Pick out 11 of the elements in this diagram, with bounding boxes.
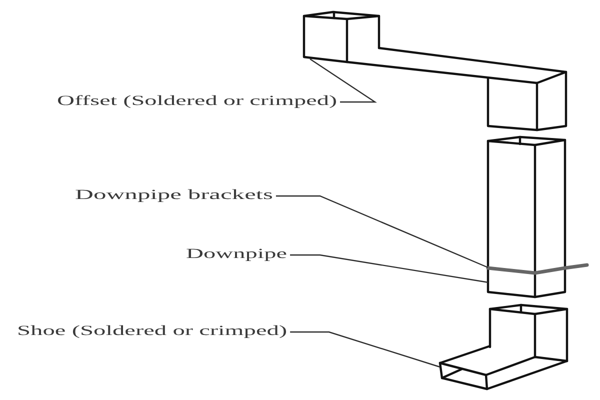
leader-line: [276, 195, 488, 268]
part-label: Downpipe brackets: [75, 189, 273, 203]
part-label: Downpipe: [186, 248, 288, 262]
shoe-drawing: [438, 304, 568, 390]
downpipe-drawing: [486, 136, 566, 298]
part-label: Offset (Soldered or crimped): [57, 95, 338, 109]
leader-line: [310, 58, 377, 103]
leader-line: [290, 331, 440, 368]
part-label: Shoe (Soldered or crimped): [17, 325, 288, 339]
leader-line: [290, 254, 488, 283]
bracket-strap: [486, 263, 589, 275]
